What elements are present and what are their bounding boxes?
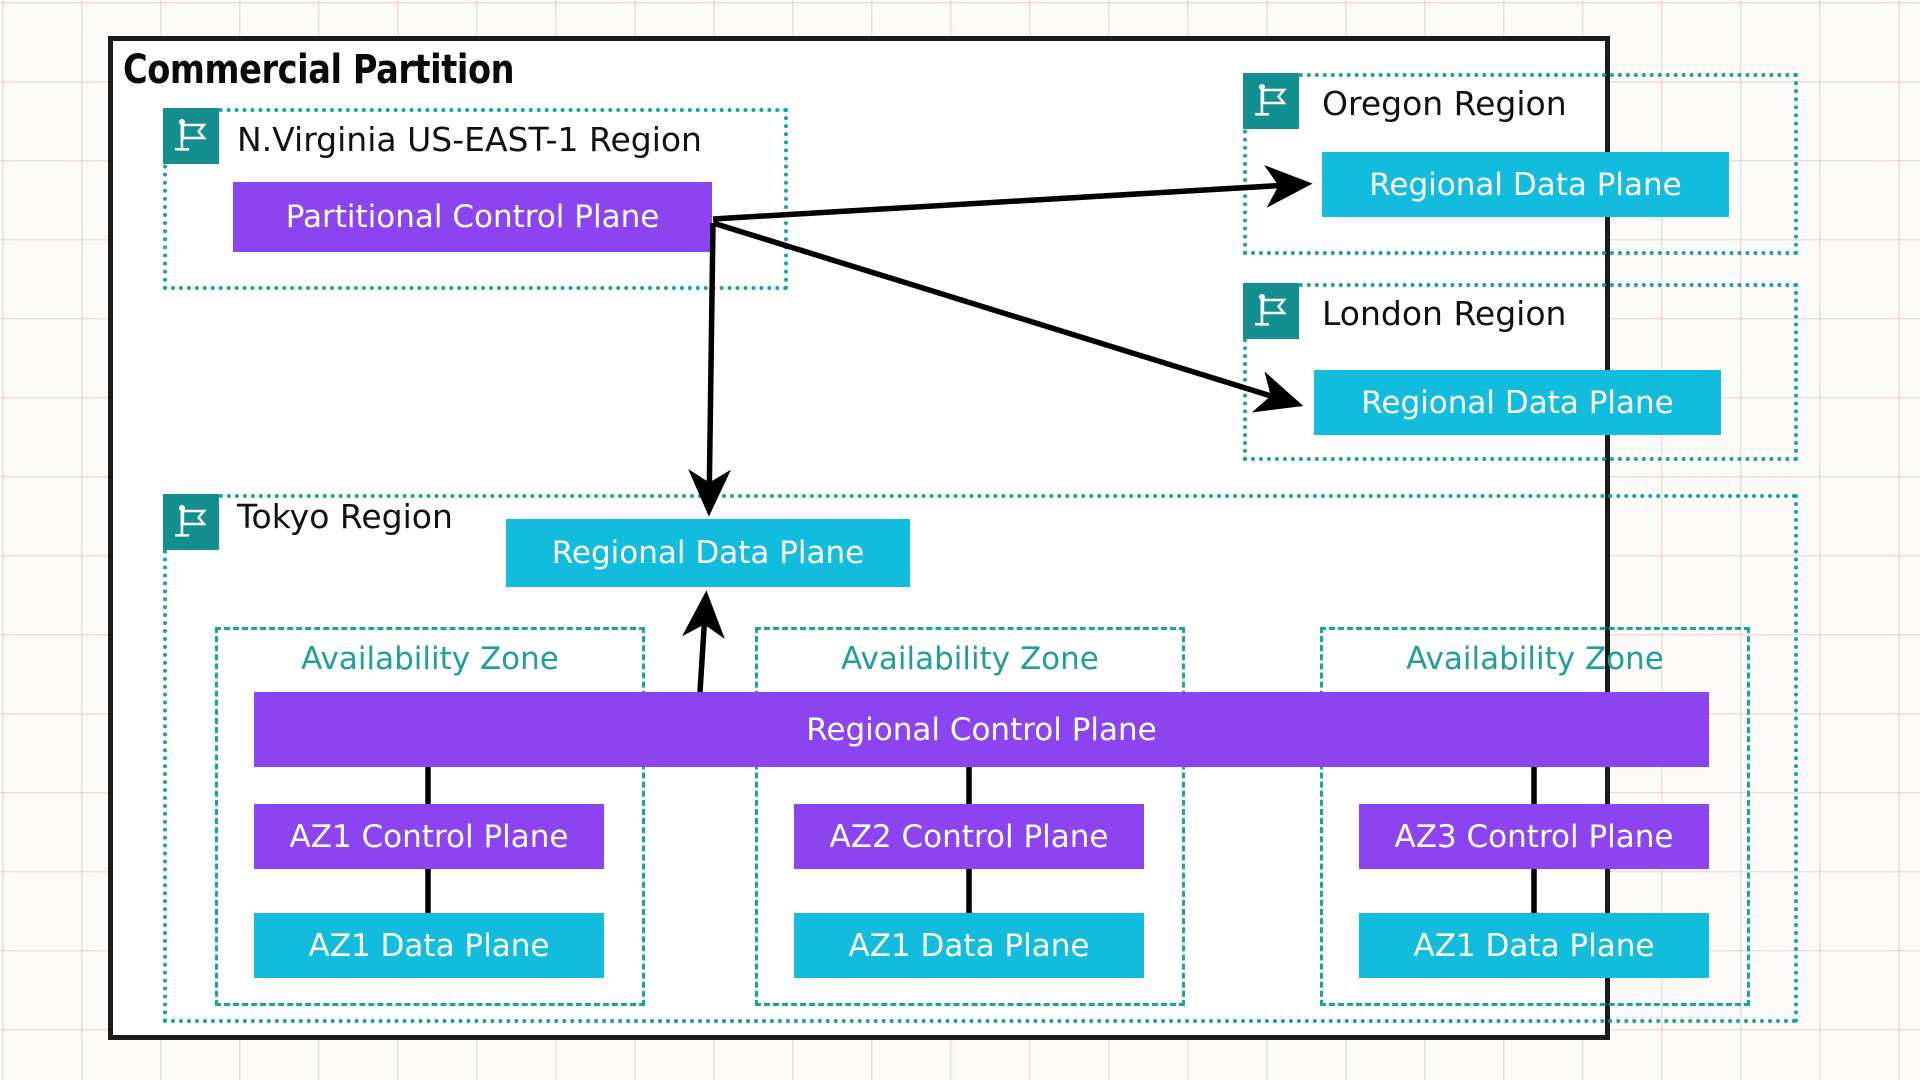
region-label-london: London Region (1322, 294, 1567, 333)
flag-icon (163, 108, 219, 164)
availability-zone-az1 (215, 627, 645, 1006)
flag-icon (1243, 283, 1299, 339)
node-az3-data-plane[interactable]: AZ1 Data Plane (1359, 913, 1709, 978)
node-oregon-regional-data-plane[interactable]: Regional Data Plane (1322, 152, 1729, 217)
availability-zone-label-az3: Availability Zone (1406, 641, 1664, 677)
node-label: AZ1 Data Plane (848, 927, 1090, 964)
node-az3-control-plane[interactable]: AZ3 Control Plane (1359, 804, 1709, 869)
node-az1-control-plane[interactable]: AZ1 Control Plane (254, 804, 604, 869)
page-title: Commercial Partition (123, 47, 515, 93)
node-london-regional-data-plane[interactable]: Regional Data Plane (1314, 370, 1721, 435)
availability-zone-label-az1: Availability Zone (301, 641, 559, 677)
availability-zone-az3 (1320, 627, 1750, 1006)
node-label: AZ3 Control Plane (1394, 818, 1674, 855)
node-label: AZ1 Data Plane (308, 927, 550, 964)
availability-zone-az2 (755, 627, 1185, 1006)
node-label: Regional Data Plane (1369, 166, 1682, 203)
region-label-oregon: Oregon Region (1322, 84, 1567, 123)
node-label: Regional Control Plane (806, 711, 1157, 748)
node-partitional-control-plane[interactable]: Partitional Control Plane (233, 182, 712, 252)
node-label: Partitional Control Plane (285, 199, 660, 235)
node-label: AZ2 Control Plane (829, 818, 1109, 855)
node-label: AZ1 Control Plane (289, 818, 569, 855)
flag-icon (1243, 73, 1299, 129)
node-az2-data-plane[interactable]: AZ1 Data Plane (794, 913, 1144, 978)
availability-zone-label-az2: Availability Zone (841, 641, 1099, 677)
node-label: AZ1 Data Plane (1413, 927, 1655, 964)
region-container-tokyo (163, 494, 1798, 1023)
node-regional-control-plane[interactable]: Regional Control Plane (254, 692, 1709, 767)
node-tokyo-regional-data-plane[interactable]: Regional Data Plane (506, 519, 910, 587)
node-az2-control-plane[interactable]: AZ2 Control Plane (794, 804, 1144, 869)
node-label: Regional Data Plane (1361, 384, 1674, 421)
region-label-tokyo: Tokyo Region (237, 497, 453, 536)
node-az1-data-plane[interactable]: AZ1 Data Plane (254, 913, 604, 978)
node-label: Regional Data Plane (551, 535, 865, 571)
region-label-nvirginia: N.Virginia US-EAST-1 Region (237, 120, 702, 159)
flag-icon (163, 494, 219, 550)
region-container-oregon (1243, 73, 1798, 255)
